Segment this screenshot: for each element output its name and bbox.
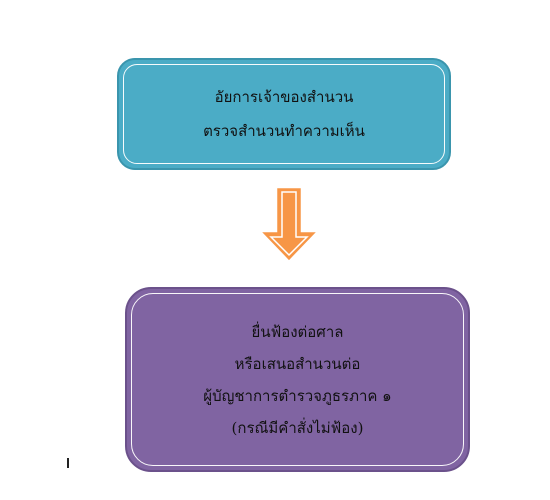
down-arrow-icon bbox=[262, 188, 316, 261]
top-box-line-1: อัยการเจ้าของสำนวน bbox=[214, 88, 354, 106]
bottom-process-box: ยื่นฟ้องต่อศาล หรือเสนอสำนวนต่อ ผู้บัญชา… bbox=[125, 287, 470, 472]
bottom-box-line-3: ผู้บัญชาการตำรวจภูธรภาค ๑ bbox=[203, 386, 392, 405]
top-process-box: อัยการเจ้าของสำนวน ตรวจสำนวนทำความเห็น bbox=[117, 58, 451, 170]
text-cursor bbox=[67, 458, 69, 468]
bottom-box-line-4: (กรณีมีคำสั่งไม่ฟ้อง) bbox=[231, 418, 364, 437]
bottom-box-line-2: หรือเสนอสำนวนต่อ bbox=[234, 354, 361, 373]
top-box-line-2: ตรวจสำนวนทำความเห็น bbox=[203, 122, 365, 140]
bottom-box-line-1: ยื่นฟ้องต่อศาล bbox=[251, 322, 344, 341]
